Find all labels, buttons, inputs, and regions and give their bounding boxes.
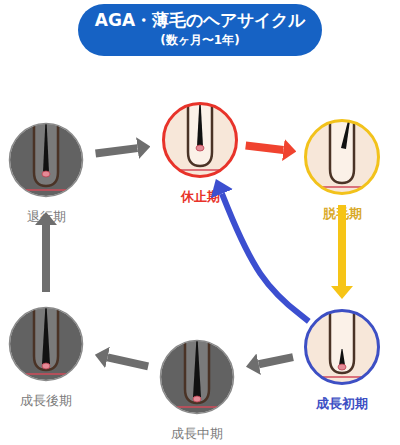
hair-stage-node: 休止期 [162,102,238,178]
hair-stage-node: 成長中期 [159,339,235,415]
cycle-arrow [222,194,309,322]
diagram-title: AGA・薄毛のヘアサイクル [78,9,322,31]
cycle-arrow [246,145,284,150]
hair-stage-node: 成長後期 [8,306,84,382]
cycle-arrow [338,205,346,286]
follicle-illustration [159,339,235,415]
hair-stage-node: 脱毛期 [304,119,380,195]
cycle-arrow [42,225,50,292]
follicle-illustration [304,309,380,385]
follicle-illustration [8,122,84,198]
subtitle-label: (数ヶ月〜1年) [78,32,322,48]
stage-label: 退行期 [0,208,124,225]
follicle-illustration [162,102,238,178]
stage-label: 成長後期 [0,392,124,409]
hair-stage-node: 成長初期 [304,309,380,385]
follicle-illustration [304,119,380,195]
stage-label: 脱毛期 [264,205,400,222]
hair-stage-node: 退行期 [8,122,84,198]
stage-label: 成長初期 [264,395,400,412]
stage-label: 成長中期 [119,425,275,442]
cycle-arrow [259,357,293,364]
follicle-illustration [8,306,84,382]
stage-label: 休止期 [122,188,278,205]
cycle-arrow [108,357,149,366]
cycle-arrow [96,148,138,153]
